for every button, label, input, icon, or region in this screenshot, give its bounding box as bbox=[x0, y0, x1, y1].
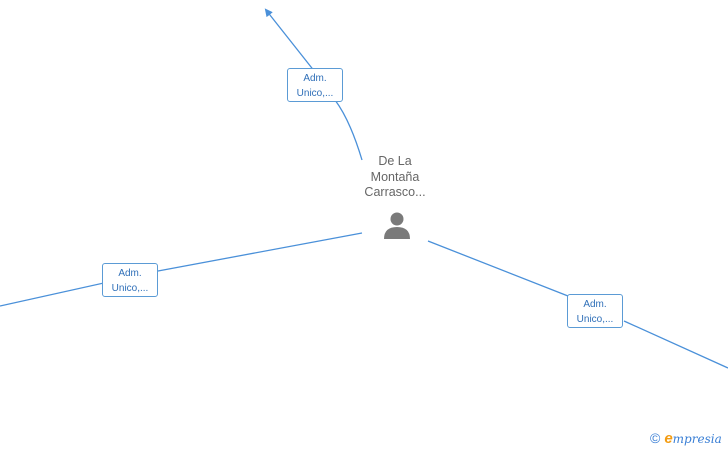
logo-text: mpresia bbox=[672, 432, 722, 446]
role-label-line2: Unico,... bbox=[576, 314, 614, 325]
person-name-line: De La bbox=[378, 154, 412, 168]
role-label-line1: Adm. bbox=[583, 299, 607, 310]
person-name-line: Montaña bbox=[370, 169, 420, 184]
person-name-line: Carrasco... bbox=[364, 185, 426, 199]
role-box-top[interactable]: Adm. Unico,... bbox=[287, 68, 343, 102]
empresia-logo: ©empresia bbox=[650, 430, 722, 447]
role-label-line2: Unico,... bbox=[111, 283, 149, 294]
role-label-line1: Adm. bbox=[118, 268, 142, 279]
logo-e: e bbox=[664, 430, 673, 447]
role-label-line2: Unico,... bbox=[296, 88, 334, 99]
edge-left bbox=[0, 232, 363, 307]
role-box-right[interactable]: Adm. Unico,... bbox=[567, 294, 623, 328]
person-icon[interactable] bbox=[382, 210, 412, 240]
person-name[interactable]: De La Montaña Carrasco... bbox=[345, 154, 445, 201]
role-label-line1: Adm. bbox=[303, 73, 327, 84]
role-box-left[interactable]: Adm. Unico,... bbox=[102, 263, 158, 297]
copyright-symbol: © bbox=[650, 430, 661, 446]
edge-right bbox=[427, 240, 728, 369]
